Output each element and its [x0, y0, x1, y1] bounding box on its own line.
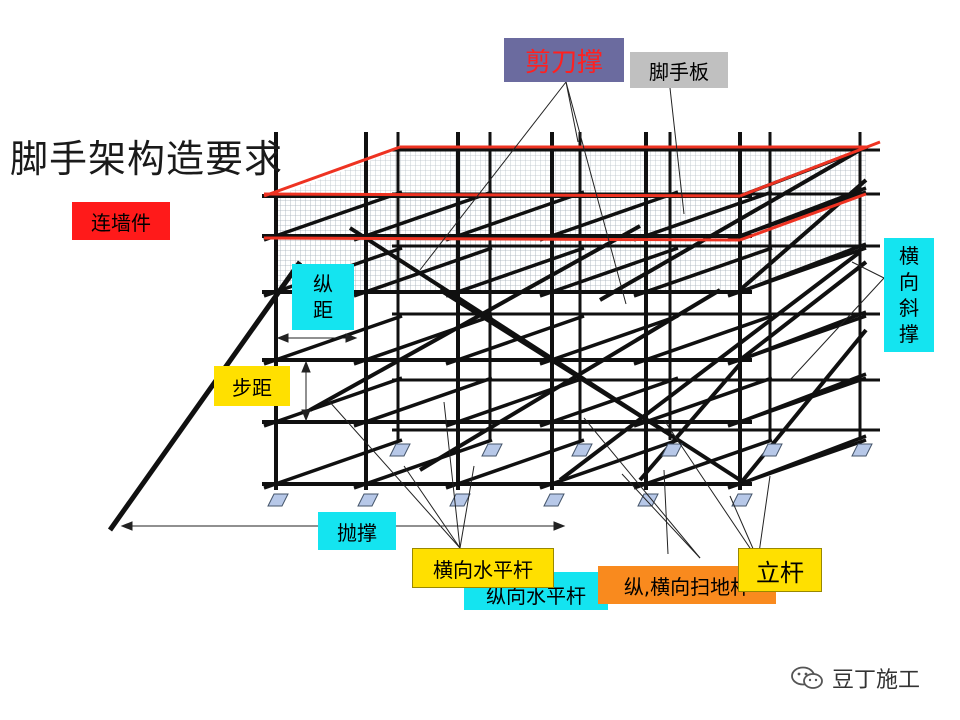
scissor-brace: [438, 288, 668, 434]
transom: [263, 190, 403, 242]
label-upright: 立杆: [738, 548, 822, 592]
base-plate: [661, 443, 683, 457]
outrigger-brace: [107, 260, 303, 532]
transom: [353, 246, 493, 298]
label-transverse-diagonal-2: 向: [899, 270, 919, 294]
ledger-side: [739, 242, 867, 294]
label-longitudinal-spacing-1: 纵: [313, 272, 333, 296]
label-wall-tie: 连墙件: [72, 202, 170, 240]
scissor-brace: [418, 288, 722, 472]
label-step-distance: 步距: [214, 366, 290, 406]
transom: [633, 376, 773, 428]
red-edges: [263, 140, 881, 242]
transom: [539, 314, 679, 366]
transom: [353, 190, 493, 242]
transom: [633, 314, 773, 366]
page-title: 脚手架构造要求: [10, 137, 284, 181]
label-transverse-diagonal-1: 横: [899, 244, 919, 268]
transom: [445, 314, 585, 366]
base-plate: [389, 443, 411, 457]
base-plate: [761, 443, 783, 457]
label-transverse-diagonal-4: 撑: [899, 322, 919, 346]
base-plate: [481, 443, 503, 457]
transom: [633, 246, 773, 298]
ledger-side: [739, 434, 867, 486]
transom: [539, 246, 679, 298]
transom: [539, 190, 679, 242]
watermark: 豆丁施工: [790, 662, 920, 694]
label-scissor-brace: 剪刀撑: [504, 38, 624, 82]
transom: [633, 190, 773, 242]
transverse-diagonal-brace: [738, 260, 868, 362]
watermark-text: 豆丁施工: [832, 668, 921, 693]
base-plate: [267, 493, 289, 507]
base-plates: [267, 443, 873, 507]
base-plate: [731, 493, 753, 507]
label-transverse-horizontal-bar: 横向水平杆: [412, 548, 554, 588]
transom: [353, 376, 493, 428]
label-transverse-diagonal-3: 斜: [899, 296, 919, 320]
transverse-diagonal-brace: [738, 328, 868, 486]
label-transverse-diagonal: 横 向 斜 撑: [884, 238, 934, 352]
base-plate: [851, 443, 873, 457]
mesh-top-panel: [276, 150, 866, 198]
scissor-brace: [638, 362, 742, 482]
label-outrigger-brace: 抛撑: [318, 512, 396, 550]
transom: [633, 438, 773, 490]
scissor-brace: [599, 148, 861, 302]
transom: [353, 314, 493, 366]
transom: [445, 246, 585, 298]
transom: [263, 314, 403, 366]
transom: [445, 438, 585, 490]
wechat-icon: [791, 666, 823, 689]
label-longitudinal-spacing-2: 距: [313, 298, 333, 322]
transom: [539, 376, 679, 428]
scissor-brace: [309, 224, 641, 412]
transom: [445, 190, 585, 242]
label-scaffold-board: 脚手板: [630, 52, 728, 88]
transverse-diagonal-brace: [738, 178, 868, 292]
base-plate: [543, 493, 565, 507]
ledger-side: [739, 372, 867, 424]
base-plate: [571, 443, 593, 457]
label-longitudinal-spacing: 纵 距: [292, 264, 354, 330]
transom: [263, 376, 403, 428]
transom: [263, 438, 403, 490]
annotation-lines: [120, 69, 885, 561]
scissor-brace: [558, 250, 862, 482]
base-plate: [357, 493, 379, 507]
transom: [353, 438, 493, 490]
